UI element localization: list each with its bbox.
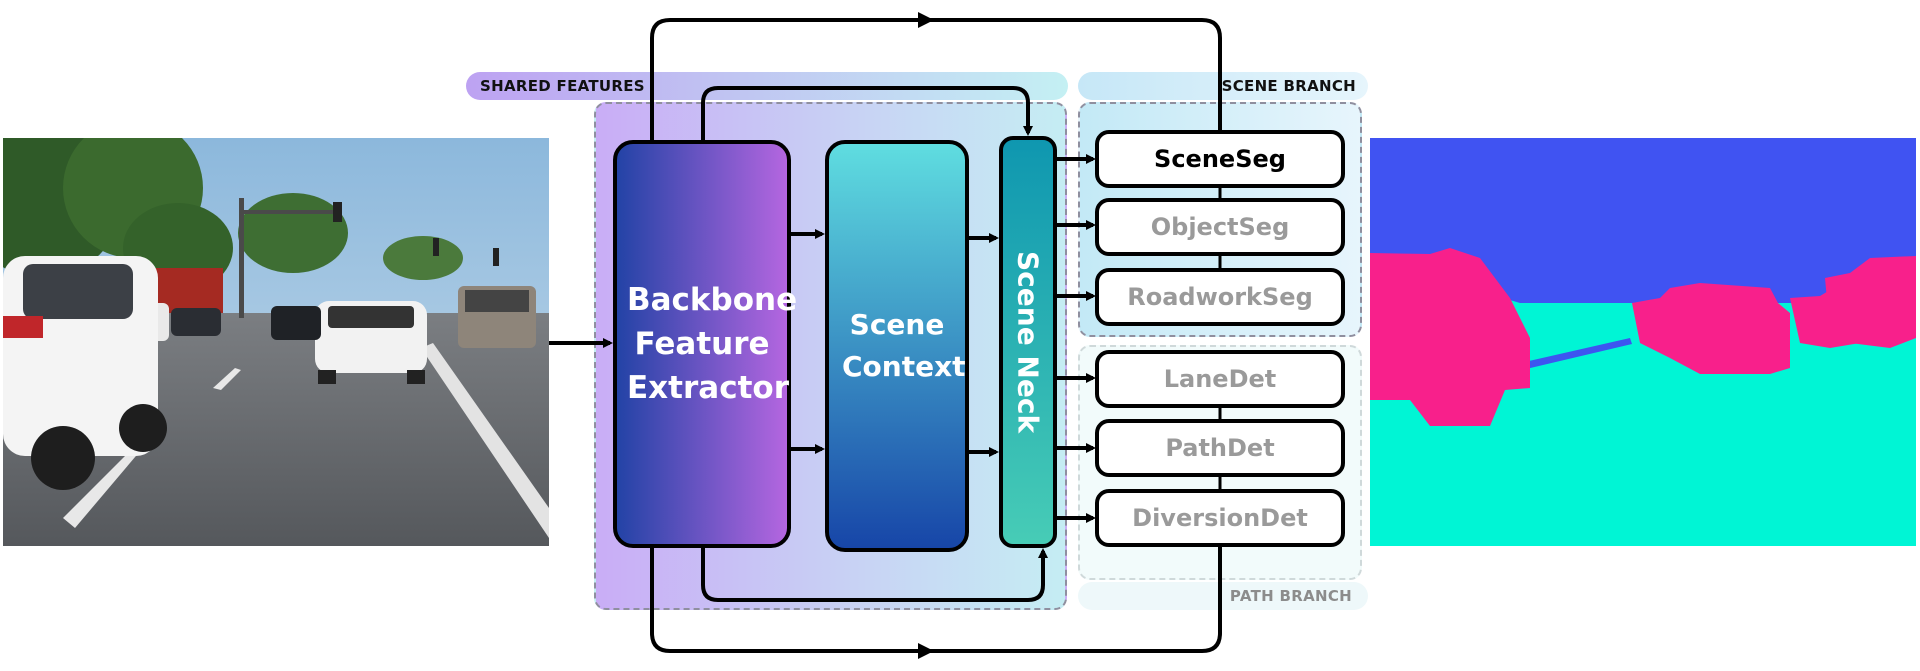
path-branch-text: PATH BRANCH: [1229, 587, 1352, 605]
backbone-to-neck-skip-bottom: [701, 548, 1048, 602]
shared-features-text: SHARED FEATURES: [480, 77, 645, 95]
scene-neck-label: Scene Neck: [1011, 250, 1045, 434]
road-scene-photo: [3, 138, 549, 546]
task-roadworkseg: RoadworkSeg: [1095, 268, 1345, 326]
task-objectseg-label: ObjectSeg: [1150, 213, 1290, 241]
outer-loop-bottom-arrowhead: [918, 643, 934, 659]
scene-branch-text: SCENE BRANCH: [1221, 77, 1356, 95]
task-pathdet-label: PathDet: [1165, 434, 1275, 462]
scene-context-label: Scene Context: [842, 308, 966, 383]
task-sceneseg: SceneSeg: [1095, 130, 1345, 188]
outer-loop-top-arrowhead: [918, 12, 934, 28]
outer-loop-top: [650, 18, 1222, 140]
task-roadworkseg-label: RoadworkSeg: [1127, 283, 1313, 311]
task-sceneseg-label: SceneSeg: [1154, 145, 1286, 173]
scene-context-module: Scene Context: [825, 140, 969, 552]
outer-loop-bottom: [650, 547, 1222, 653]
task-diversiondet-label: DiversionDet: [1132, 504, 1308, 532]
scene-branch-label: SCENE BRANCH: [1078, 72, 1368, 100]
output-segmentation-image: [1370, 138, 1916, 546]
backbone-label: Backbone Feature Extractor: [627, 282, 798, 406]
segmentation-mask: [1370, 138, 1916, 546]
input-road-image: [3, 138, 549, 546]
backbone-to-neck-skip-top: [701, 86, 1033, 140]
task-lanedet-label: LaneDet: [1163, 365, 1277, 393]
backbone-module: Backbone Feature Extractor: [613, 140, 798, 548]
scene-neck-module: Scene Neck: [999, 136, 1057, 548]
path-branch-label: PATH BRANCH: [1078, 582, 1368, 610]
